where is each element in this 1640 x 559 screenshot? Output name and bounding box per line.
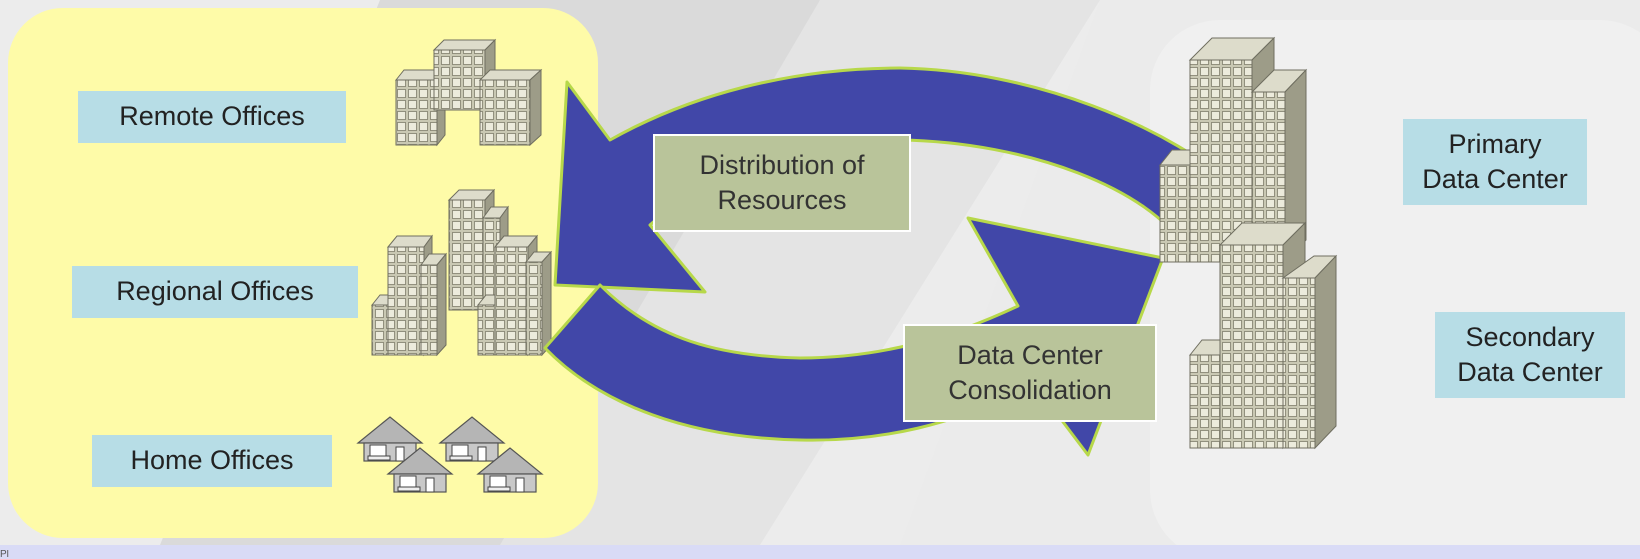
remote-offices-label: Remote Offices [78, 91, 346, 143]
office-buildings-icon [394, 38, 543, 147]
distribution-of-resources-label: Distribution of Resources [653, 134, 911, 232]
secondary-data-center-label: Secondary Data Center [1435, 312, 1625, 398]
distribution-arrow-icon [553, 66, 1247, 294]
city-towers-icon [370, 188, 553, 357]
datacenter-towers-icon [1158, 36, 1338, 450]
home-offices-label: Home Offices [92, 435, 332, 487]
primary-data-center-label: Primary Data Center [1403, 119, 1587, 205]
houses-icon [356, 416, 544, 493]
regional-offices-label: Regional Offices [72, 266, 358, 318]
data-center-consolidation-label: Data Center Consolidation [903, 324, 1157, 422]
corner-text: Pl [0, 550, 9, 559]
